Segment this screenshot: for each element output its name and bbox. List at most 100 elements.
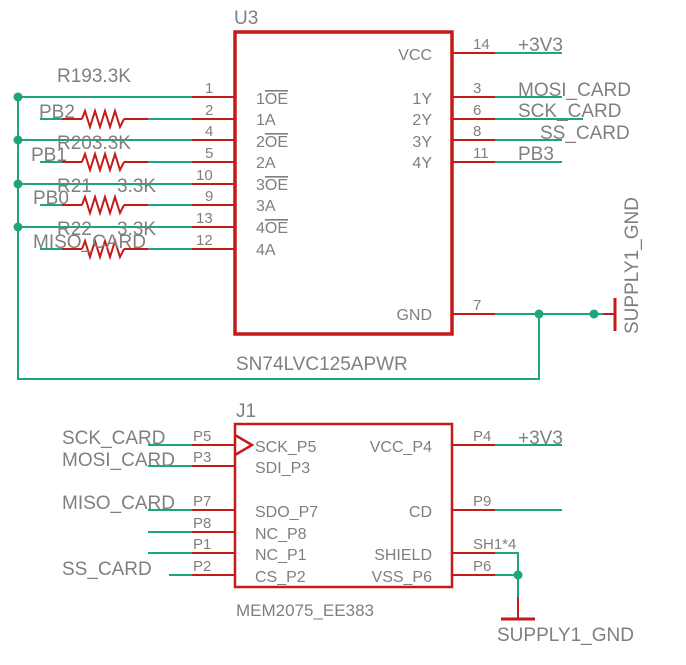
- resistor-ref: R22: [57, 219, 92, 240]
- junction-dot: [13, 92, 23, 102]
- resistor-zigzag: [81, 107, 125, 131]
- u3-value-label: SN74LVC125APWR: [236, 354, 408, 375]
- gnd-return-wire[interactable]: [17, 97, 540, 380]
- pin-number: 11: [473, 145, 489, 162]
- resistor-label: R193.3K: [57, 66, 131, 87]
- pin-number: 8: [473, 123, 481, 140]
- u3-left-pin-names: 1OE 1A 2OE 2A 3OE 3A 4OE 4A: [256, 91, 288, 259]
- clock-input-icon: [234, 433, 255, 457]
- pin-name: SHIELD: [374, 547, 432, 564]
- net-label-sck-card: SCK_CARD: [62, 428, 165, 449]
- pin-name-prefix: 3: [256, 177, 265, 194]
- pin-number: 12: [196, 232, 213, 249]
- pin-name: SCK_P5: [255, 439, 316, 456]
- pin-name: VCC_P4: [370, 439, 432, 456]
- resistor-ref: R21: [57, 176, 92, 197]
- pin-number: 9: [205, 188, 213, 205]
- pin-name: 3A: [256, 198, 276, 215]
- net-label-mosi: MOSI_CARD: [518, 80, 631, 101]
- pin-name: 1A: [256, 112, 276, 129]
- pin-number: P6: [473, 558, 491, 575]
- pin-name: 2A: [256, 155, 276, 172]
- pin-number: P3: [193, 449, 211, 466]
- resistor-r20[interactable]: R203.3K PB1: [31, 133, 192, 174]
- pin-number: P4: [473, 428, 491, 445]
- pin-name: 4A: [256, 242, 276, 259]
- pin-name: 4OE: [256, 220, 288, 237]
- resistor-r19[interactable]: R193.3K PB2: [39, 66, 192, 131]
- supply-label-gnd-bottom: SUPPLY1_GND: [497, 625, 634, 646]
- pin-name: SDO_P7: [255, 504, 318, 521]
- pin-number: 1: [205, 80, 213, 97]
- u3-right-pin-numbers: 14 3 6 8 11 7: [473, 36, 490, 314]
- j1-left-pins: [192, 444, 235, 576]
- net-label-pb3: PB3: [518, 144, 554, 165]
- net-label-pb2: PB2: [39, 102, 75, 123]
- pin-name-overbar: OE: [265, 177, 288, 194]
- pin-number: P5: [193, 428, 211, 445]
- net-label-ss-card: SS_CARD: [62, 559, 152, 580]
- j1-value-label: MEM2075_EE383: [236, 601, 374, 620]
- pin-name-prefix: 4: [256, 220, 265, 237]
- u3-gnd-net: SUPPLY1_GND: [17, 97, 643, 380]
- pin-number: 5: [205, 145, 213, 162]
- pin-name: NC_P1: [255, 547, 307, 564]
- pin-name: 2OE: [256, 134, 288, 151]
- pin-number: 6: [473, 102, 481, 119]
- junction-dot: [13, 222, 23, 232]
- j1-body[interactable]: [233, 422, 454, 589]
- net-label-3v3-j1: +3V3: [518, 428, 563, 449]
- pin-number: P9: [473, 493, 491, 510]
- j1-component[interactable]: J1 MEM2075_EE383 P5 P3 P7 P8 P1 P2 SCK_P…: [192, 401, 516, 620]
- pin-number: SH1*4: [473, 536, 516, 553]
- j1-right-pin-names: VCC_P4 CD SHIELD VSS_P6: [370, 439, 432, 586]
- net-wire-shield[interactable]: [495, 552, 519, 575]
- pin-name: CS_P2: [255, 569, 306, 586]
- pin-number: 4: [205, 123, 213, 140]
- pin-name: 1OE: [256, 91, 288, 108]
- j1-ref-label: J1: [236, 401, 256, 422]
- supply-label-gnd-top: SUPPLY1_GND: [622, 197, 643, 334]
- u3-left-pin-numbers: 1 2 4 5 10 9 13 12: [196, 80, 213, 249]
- pin-name: 1Y: [412, 91, 432, 108]
- pin-name: GND: [396, 307, 432, 324]
- pin-name: VSS_P6: [372, 569, 433, 586]
- u3-ref-label: U3: [234, 8, 258, 29]
- pin-number: 3: [473, 80, 481, 97]
- j1-right-nets: +3V3 SUPPLY1_GND: [495, 428, 634, 646]
- pin-number: 14: [473, 36, 490, 53]
- resistor-r21[interactable]: R21 3.3K PB0: [33, 176, 192, 217]
- resistor-label: R203.3K: [57, 133, 131, 154]
- net-label-miso: MISO_CARD: [33, 232, 146, 253]
- resistor-zigzag: [81, 193, 125, 217]
- junction-dot: [589, 309, 599, 319]
- j1-left-pin-numbers: P5 P3 P7 P8 P1 P2: [193, 428, 211, 575]
- pin-name: 4Y: [412, 155, 432, 172]
- net-label-pb0: PB0: [33, 188, 69, 209]
- net-label-sck: SCK_CARD: [518, 101, 621, 122]
- u3-component[interactable]: U3 SN74LVC125APWR 1 2 4 5 10 9 13 12 1OE: [192, 8, 495, 375]
- resistor-value: 3.3K: [117, 176, 156, 197]
- j1-left-pin-names: SCK_P5 SDI_P3 SDO_P7 NC_P8 NC_P1 CS_P2: [255, 439, 318, 586]
- pin-name: 3OE: [256, 177, 288, 194]
- pin-name: CD: [409, 504, 432, 521]
- junction-dot: [513, 570, 523, 580]
- j1-right-pins: [452, 444, 495, 576]
- net-label-3v3: +3V3: [518, 35, 563, 56]
- pin-number: P7: [193, 493, 211, 510]
- net-label-miso-card: MISO_CARD: [62, 493, 175, 514]
- j1-left-nets: SCK_CARD MOSI_CARD MISO_CARD SS_CARD: [62, 428, 192, 580]
- resistor-r22[interactable]: R22 3.3K MISO_CARD: [33, 219, 192, 261]
- pin-name: NC_P8: [255, 526, 307, 543]
- pin-number: 7: [473, 297, 481, 314]
- resistor-zigzag: [81, 150, 125, 174]
- u3-left-pins: [192, 96, 235, 250]
- pin-name: VCC: [398, 47, 432, 64]
- oe-bus: [13, 92, 192, 232]
- junction-dot: [13, 135, 23, 145]
- resistor-zigzag: [81, 237, 125, 261]
- j1-right-pin-numbers: P4 P9 SH1*4 P6: [473, 428, 516, 575]
- pin-name: SDI_P3: [255, 460, 310, 477]
- pin-name: 3Y: [412, 134, 432, 151]
